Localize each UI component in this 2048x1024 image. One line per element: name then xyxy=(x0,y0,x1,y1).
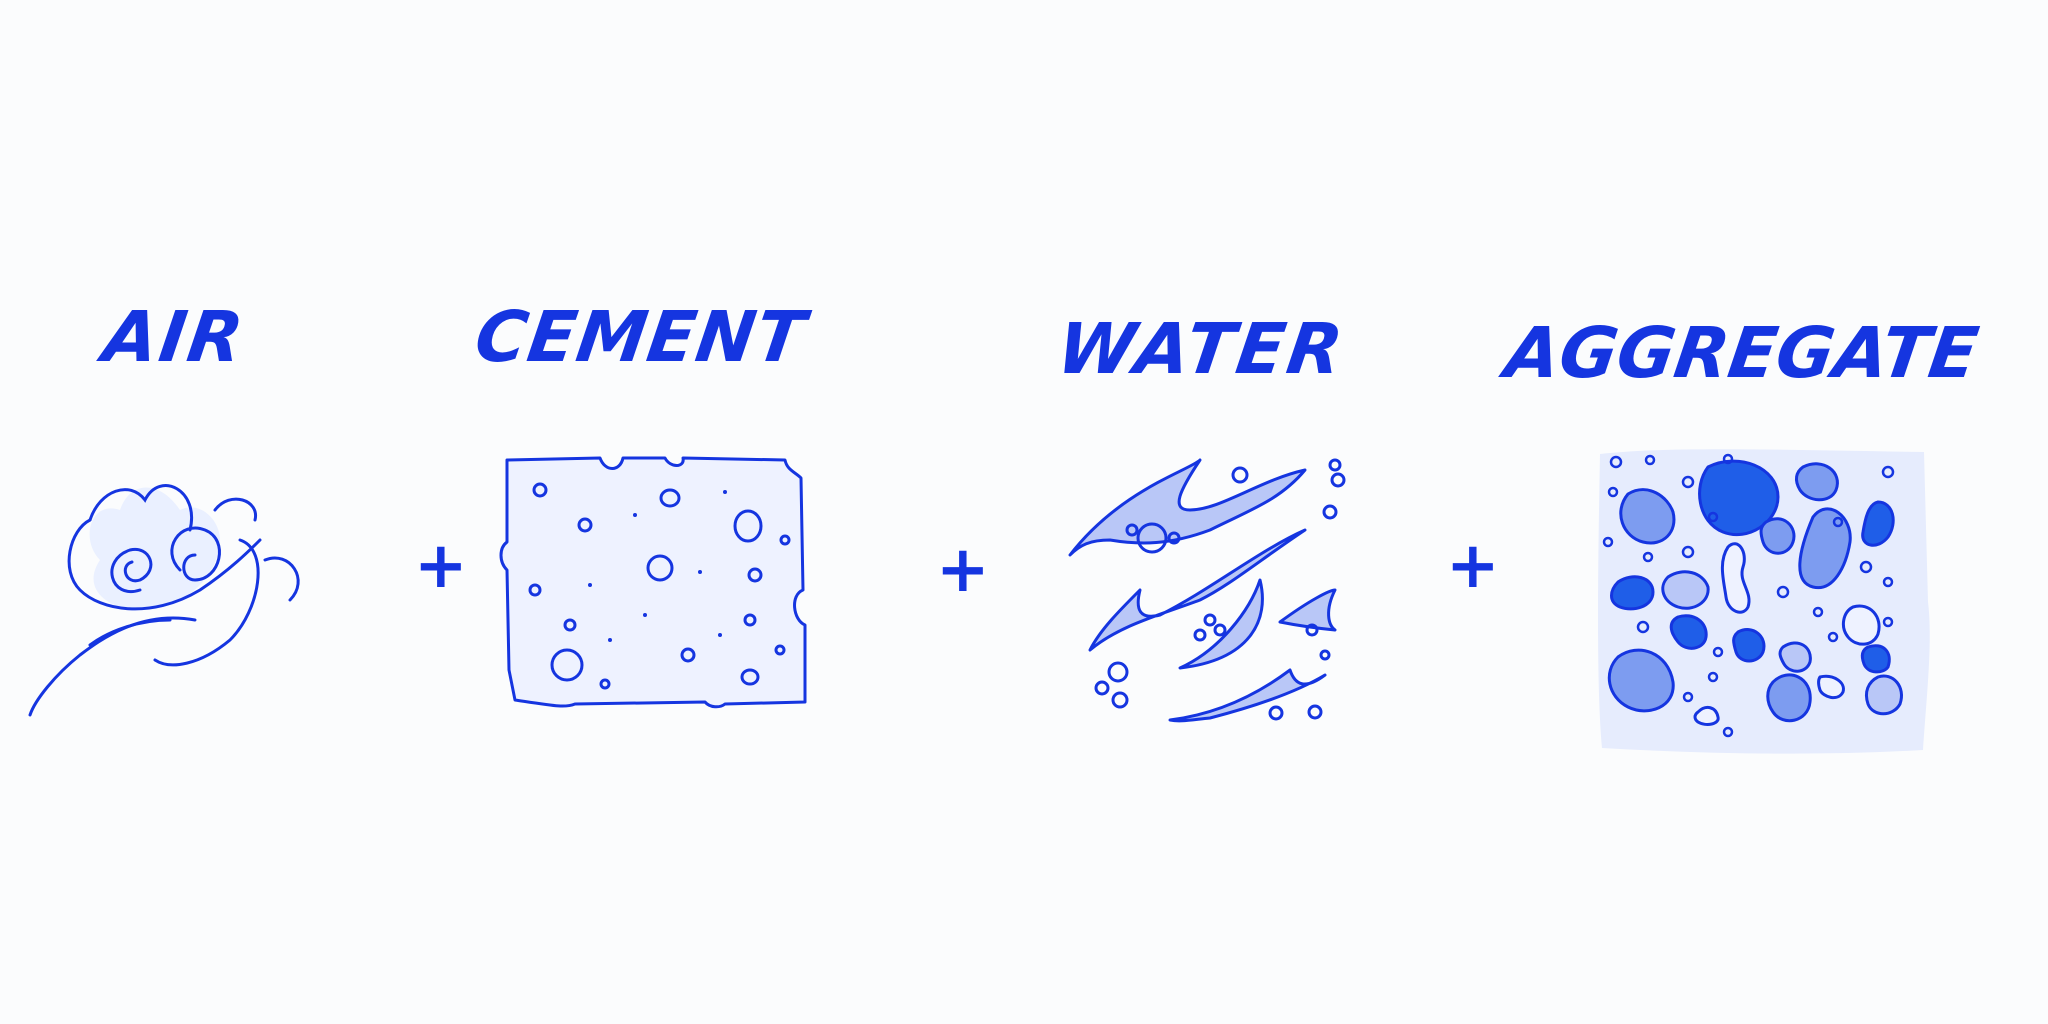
water-waves-icon xyxy=(1068,458,1346,723)
plus-operator-3: + xyxy=(1446,529,1500,603)
plus-operator-2: + xyxy=(936,533,990,607)
aggregate-stones-icon xyxy=(1598,449,1930,754)
label-water: WATER xyxy=(1052,308,1351,390)
label-cement: CEMENT xyxy=(470,296,811,378)
plus-operator-1: + xyxy=(414,529,468,603)
label-aggregate: AGGREGATE xyxy=(1500,312,1984,394)
air-swirl-icon xyxy=(28,484,300,717)
label-air: AIR xyxy=(98,296,250,378)
cement-block-icon xyxy=(499,456,807,709)
